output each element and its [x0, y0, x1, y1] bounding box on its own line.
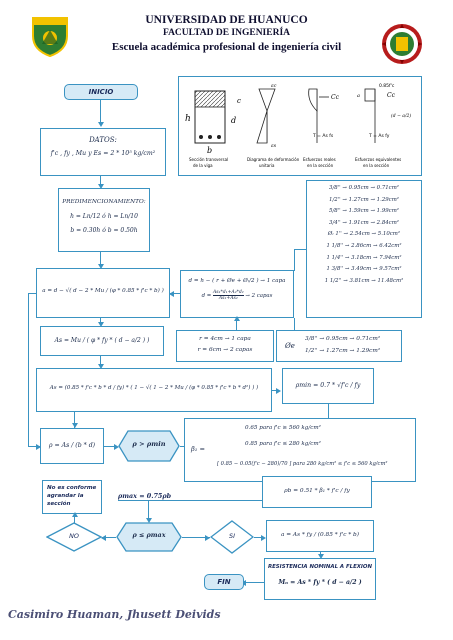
bar-row: 1/2'' → 1.27cm → 1.29cm²: [329, 196, 399, 203]
svg-text:εc: εc: [271, 83, 277, 89]
d-two-layer-rhs: → 2 capas: [245, 293, 273, 299]
decision-rho-max: ρ ≤ ρmax: [116, 522, 182, 552]
rho-formula: ρ = As / (b * d): [48, 442, 96, 449]
bar-row: 1 1/4'' → 3.18cm → 7.94cm²: [326, 254, 402, 261]
svg-text:Esfuerzos reales: Esfuerzos reales: [303, 157, 336, 162]
beta1-box: β₁ = 0.65 para f'c ≥ 560 kg/cm² 0.85 par…: [184, 418, 416, 482]
rho-min-box: ρmin = 0.7 * √f'c / fy: [282, 368, 374, 404]
cover-one-layer: r = 4cm → 1 capa: [199, 336, 251, 342]
beta1-case-2: 0.85 para f'c ≤ 280 kg/cm²: [245, 441, 321, 447]
university-name: UNIVERSIDAD DE HUANUCO: [145, 14, 308, 26]
svg-text:b: b: [207, 146, 212, 155]
bar-row: 1 3/8'' → 3.49cm → 9.57cm²: [326, 266, 402, 273]
end-node: FIN: [204, 574, 244, 590]
bar-row: 1 1/2'' → 3.81cm → 11.48cm²: [324, 277, 404, 284]
svg-text:en la sección: en la sección: [307, 163, 334, 168]
svg-text:Cc: Cc: [387, 92, 396, 99]
svg-text:unitaria: unitaria: [259, 163, 275, 168]
svg-text:0.85f'c: 0.85f'c: [379, 83, 395, 89]
school-name: Escuela académica profesional de ingenie…: [111, 41, 342, 53]
nominal-strength-title: RESISTENCIA NOMINAL A FLEXION: [267, 564, 373, 570]
d-two-layer-num: As₁*d₁+A₂*d₂: [212, 290, 244, 296]
d-two-layer-den: As₁+As₂: [218, 296, 238, 301]
as-formula-box: As = Mu / ( φ * fy * ( d − a/2 ) ): [40, 326, 164, 356]
a-final-formula: a = As * fy / (0.85 * f'c * b): [280, 532, 360, 538]
decision-rho-min: ρ > ρmin: [118, 430, 180, 462]
a-final-box: a = As * fy / (0.85 * f'c * b): [266, 520, 374, 552]
datos-box: DATOS: f'c , fy , Mu y Es = 2 * 10⁵ kg/c…: [40, 128, 166, 176]
as-full-formula-box: As = (0.85 * f'c * b * d / fy) * ( 1 − √…: [36, 368, 272, 412]
faculty-name: FACULTAD DE INGENIERÍA: [162, 28, 291, 38]
rho-max-formula: ρmax = 0.75ρb: [118, 492, 172, 500]
svg-text:Cc: Cc: [331, 94, 340, 101]
svg-text:d: d: [231, 116, 236, 125]
no-branch: NO: [45, 522, 103, 552]
a-formula-box: a = d − √( d − 2 * Mu / (φ * 0.85 * f'c …: [36, 268, 170, 318]
svg-text:Diagrama de deformación: Diagrama de deformación: [247, 157, 300, 162]
rho-b-formula: ρb = 0.51 * β₁ * f'c / fy: [284, 488, 350, 494]
a-formula: a = d − √( d − 2 * Mu / (φ * 0.85 * f'c …: [42, 288, 164, 294]
no-label: NO: [69, 532, 79, 540]
svg-text:h: h: [185, 114, 191, 124]
decision-rho-min-label: ρ > ρmin: [132, 440, 166, 448]
bar-row: 3/8'' → 0.95cm → 0.71cm²: [329, 185, 399, 191]
predim-b-formula: b = 0.30h ó b = 0.50h: [70, 227, 138, 234]
beta1-label: β₁ =: [191, 445, 206, 453]
bar-row: Øₗ 1'' → 2.54cm → 5.10cm²: [327, 231, 401, 238]
svg-text:Esfuerzos equivalentes: Esfuerzos equivalentes: [355, 157, 401, 162]
author-signature: Casimiro Huaman, Jhusett Deivids: [8, 608, 221, 621]
bar-row: 1 1/8'' → 2.86cm → 6.42cm²: [326, 242, 402, 249]
as-full-formula: As = (0.85 * f'c * b * d / fy) * ( 1 − √…: [49, 385, 259, 391]
stirrup-bars-box: Øe 3/8'' → 0.95cm → 0.71cm² 1/2'' → 1.27…: [276, 330, 402, 362]
svg-text:εs: εs: [271, 143, 277, 149]
d-two-layer: d = As₁*d₁+A₂*d₂ As₁+As₂ → 2 capas: [181, 290, 293, 301]
yes-label: SI: [229, 532, 235, 540]
as-formula: As = Mu / ( φ * fy * ( d − a/2 ) ): [54, 337, 150, 344]
svg-text:a: a: [357, 93, 360, 99]
predim-title: PREDIMENCIONAMIENTO:: [62, 199, 146, 205]
stirrup-label: Øe: [285, 342, 295, 350]
d-one-layer: d = h − ( r + Øe + Øₗ/2 ) → 1 capa: [188, 278, 286, 284]
predimensionamiento-box: PREDIMENCIONAMIENTO: h = Ln/12 ó h = Ln/…: [58, 188, 150, 252]
beta1-case-3: [ 0.85 − 0.05(f'c − 280)/70 ] para 280 k…: [217, 461, 388, 467]
beam-section-figure: h d b c εc εs Cc T = As fs 0.85f'c a Cc …: [178, 76, 422, 176]
predim-h-formula: h = Ln/12 ó h = Ln/10: [70, 213, 138, 220]
start-node: INICIO: [64, 84, 138, 100]
d-formula-box: d = h − ( r + Øe + Øₗ/2 ) → 1 capa d = A…: [180, 270, 294, 318]
svg-text:T = As fs: T = As fs: [312, 133, 334, 139]
svg-text:Sección transversal: Sección transversal: [189, 157, 228, 162]
cover-values-box: r = 4cm → 1 capa r = 6cm → 2 capas: [176, 330, 274, 362]
svg-text:en la sección: en la sección: [363, 163, 390, 168]
stirrup-row-2: 1/2'' → 1.27cm → 1.29cm²: [305, 348, 381, 354]
datos-formula: f'c , fy , Mu y Es = 2 * 10⁵ kg/cm²: [50, 150, 156, 157]
decision-rho-max-label: ρ ≤ ρmax: [132, 531, 166, 539]
bar-row: 3/4'' → 1.91cm → 2.84cm²: [329, 219, 399, 226]
longitudinal-bars-box: 3/8'' → 0.95cm → 0.71cm² 1/2'' → 1.27cm …: [306, 180, 422, 318]
not-compliant-box: No es conforme agrandar la sección: [42, 480, 102, 514]
cover-two-layers: r = 6cm → 2 capas: [197, 347, 253, 353]
university-logo-left: [30, 14, 70, 58]
datos-title: DATOS:: [89, 136, 117, 144]
bar-row: 5/8'' → 1.59cm → 1.99cm²: [329, 208, 399, 215]
yes-branch: SI: [209, 520, 255, 554]
nominal-strength-formula: Mₙ = As * fy * ( d − a/2 ): [278, 579, 362, 586]
nominal-strength-box: RESISTENCIA NOMINAL A FLEXION Mₙ = As * …: [264, 558, 376, 600]
rho-b-box: ρb = 0.51 * β₁ * f'c / fy: [262, 476, 372, 508]
svg-text:de la viga: de la viga: [193, 163, 213, 168]
not-compliant-text: No es conforme agrandar la sección: [47, 485, 97, 507]
stirrup-row-1: 3/8'' → 0.95cm → 0.71cm²: [305, 336, 381, 342]
beta1-case-1: 0.65 para f'c ≥ 560 kg/cm²: [245, 425, 321, 431]
svg-text:(d − a/2): (d − a/2): [391, 112, 411, 119]
rho-box: ρ = As / (b * d): [40, 428, 104, 464]
faculty-logo-right: [380, 22, 424, 66]
d-two-layer-lhs: d =: [201, 293, 212, 299]
svg-text:c: c: [237, 97, 241, 105]
rho-min-formula: ρmin = 0.7 * √f'c / fy: [295, 382, 361, 389]
svg-text:T = As fy: T = As fy: [368, 133, 390, 139]
